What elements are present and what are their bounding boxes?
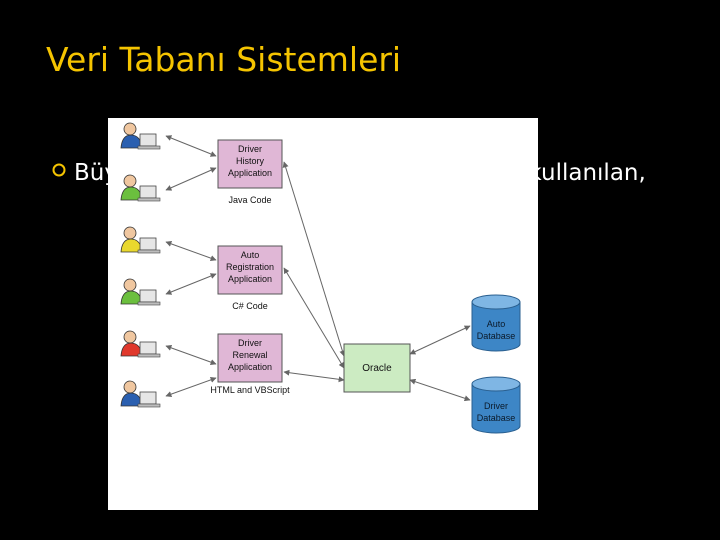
user-icon [120,380,161,408]
user-icon [120,278,161,306]
app-caption: Java Code [228,195,271,205]
user-icon [120,226,161,254]
app-label-line: Driver [238,144,262,154]
app-label-line: Application [228,274,272,284]
db-label-line: Auto [487,319,506,329]
architecture-figure: Driver History Application Java Code Aut… [108,118,538,510]
app-label-line: History [236,156,265,166]
app-label-line: Driver [238,338,262,348]
architecture-diagram: Driver History Application Java Code Aut… [120,122,521,434]
db-label-line: Database [477,413,516,423]
user-icon [120,174,161,202]
slide-title: Veri Tabanı Sistemleri [46,40,402,79]
database-cylinder-driver: Driver Database [471,376,521,434]
app-label-line: Registration [226,262,274,272]
user-app-arrows [165,135,471,402]
app-label-line: Auto [241,250,260,260]
database-cylinder-auto: Auto Database [471,294,521,352]
app-box-driver-history: Driver History Application Java Code [217,139,283,205]
db-label-line: Driver [484,401,508,411]
app-box-driver-renewal: Driver Renewal Application HTML and VBSc… [210,333,290,395]
server-label: Oracle [362,363,392,374]
oracle-server-box: Oracle [343,343,411,393]
app-caption: C# Code [232,301,268,311]
app-box-auto-registration: Auto Registration Application C# Code [217,245,283,311]
users-group [120,122,161,408]
user-icon [120,330,161,358]
app-label-line: Application [228,168,272,178]
db-label-line: Database [477,331,516,341]
ring-bullet-icon [52,163,66,177]
title-bar: Veri Tabanı Sistemleri [0,0,720,112]
user-icon [120,122,161,150]
app-label-line: Application [228,362,272,372]
app-label-line: Renewal [232,350,267,360]
app-caption: HTML and VBScript [210,385,290,395]
